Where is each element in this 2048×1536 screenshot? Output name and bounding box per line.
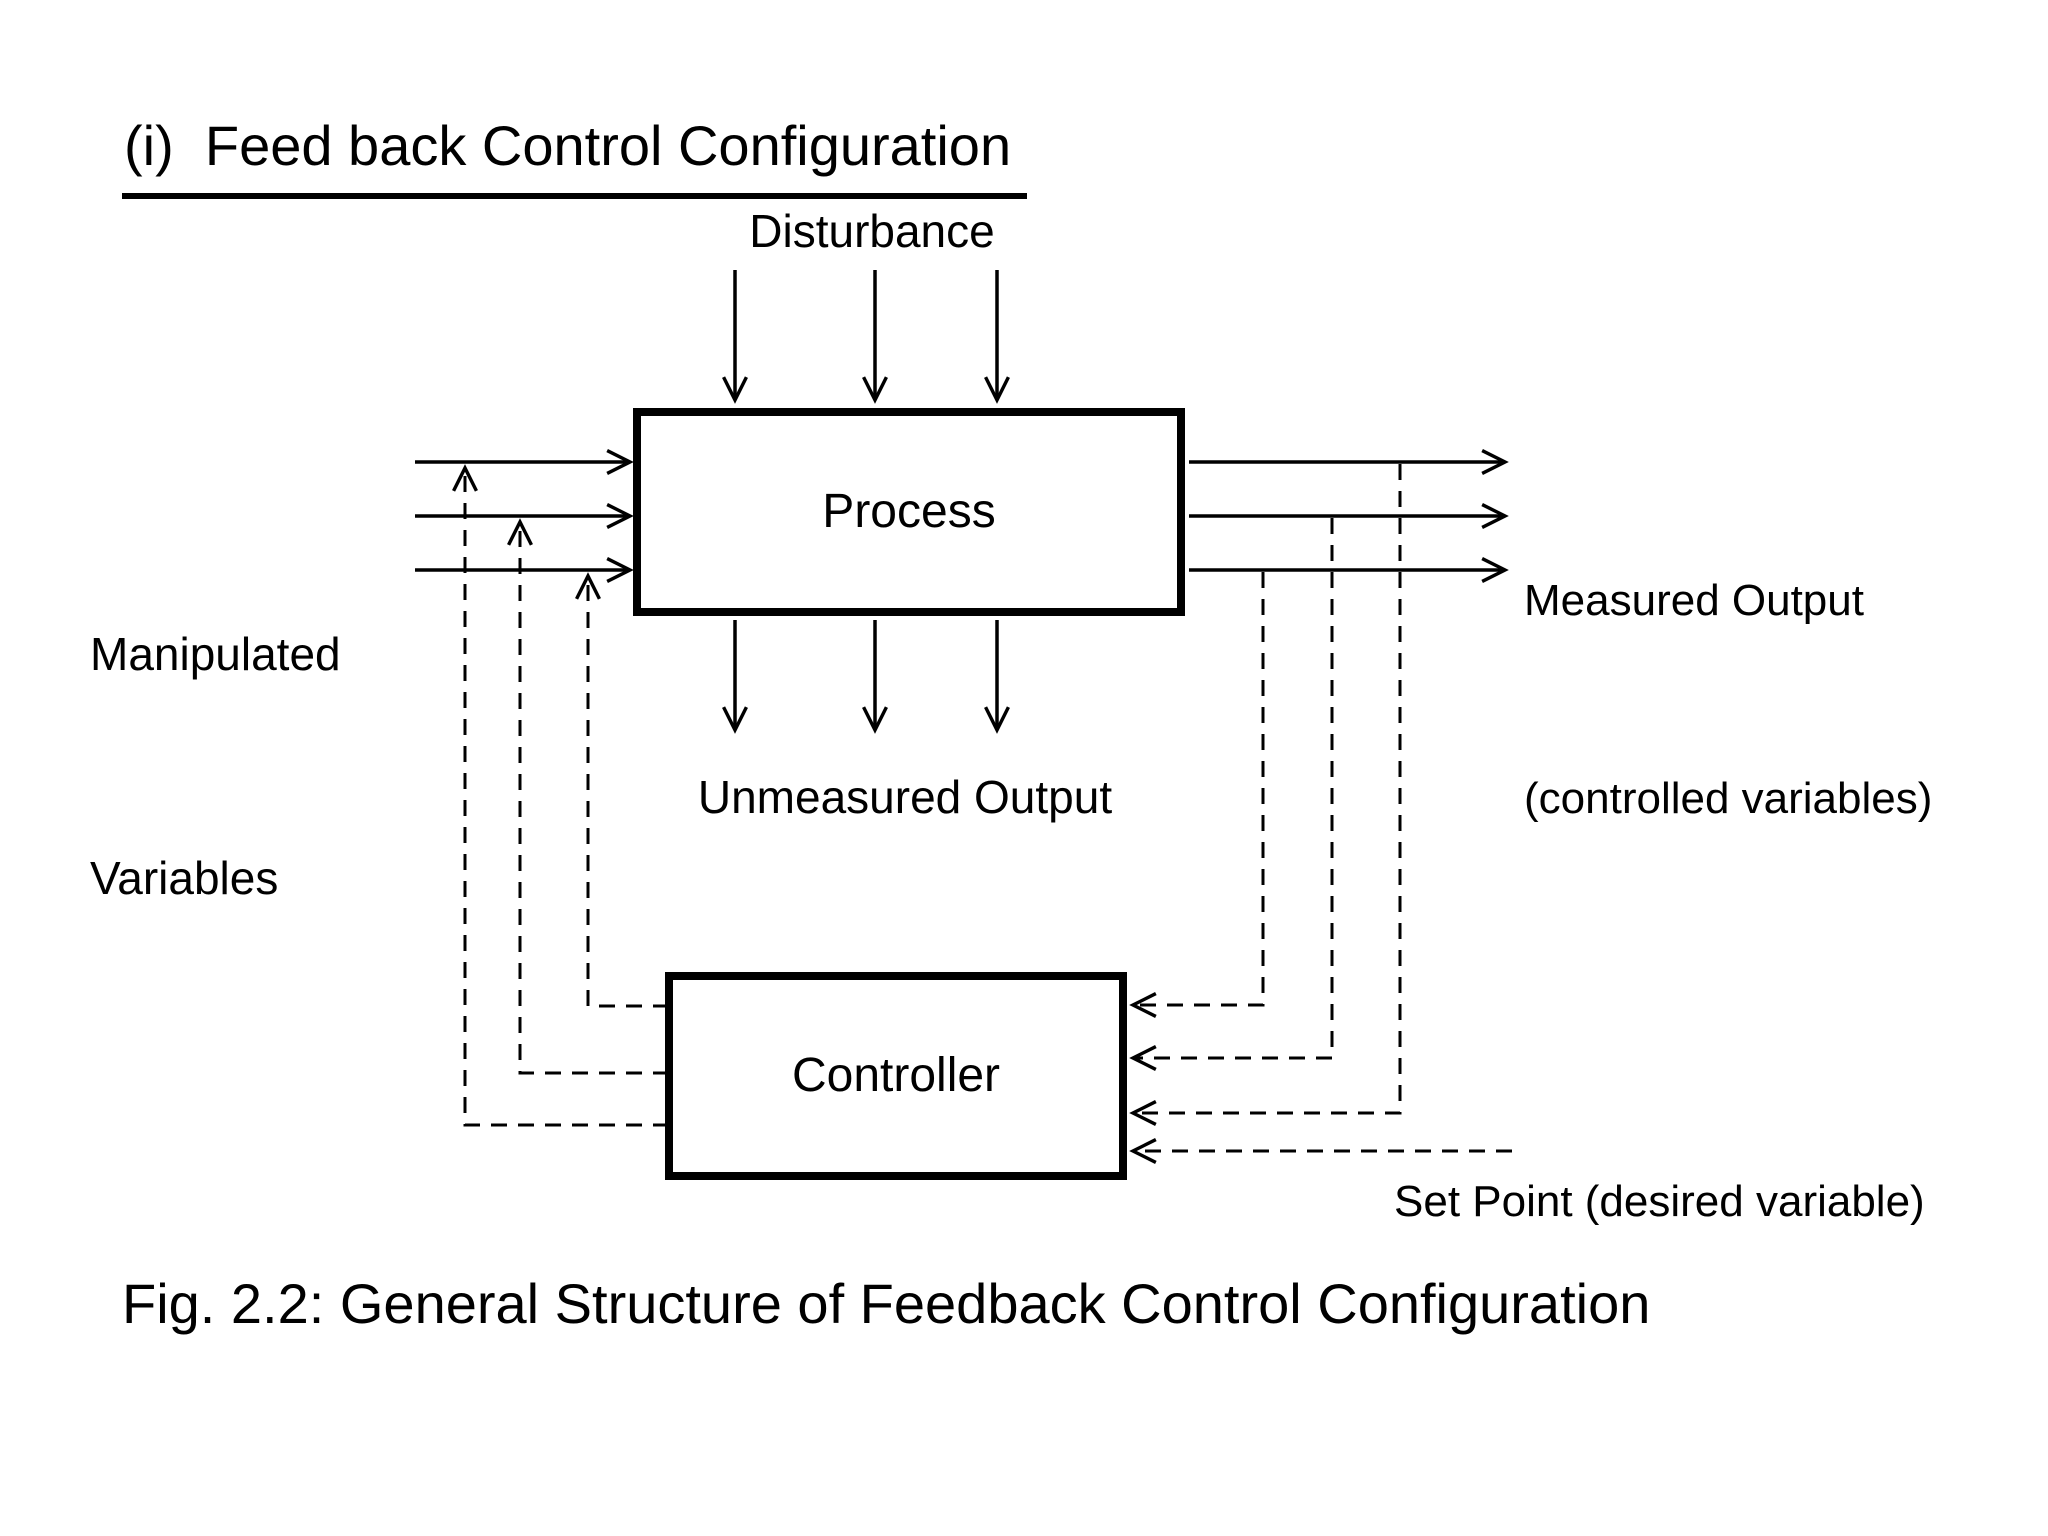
controller-output-dashed-2 — [507, 518, 669, 1075]
measured-output-line2: (controlled variables) — [1524, 774, 1933, 823]
manipulated-variable-arrows — [415, 449, 634, 583]
process-box — [633, 408, 1185, 616]
measured-output-line1: Measured Output — [1524, 576, 1864, 625]
controller-box — [665, 972, 1127, 1180]
controller-to-manipulated-dashed — [452, 464, 669, 1127]
disturbance-arrows — [722, 270, 1010, 404]
manipulated-variables-line2: Variables — [90, 851, 279, 904]
measured-output-label: Measured Output (controlled variables) — [1524, 436, 1932, 964]
disturbance-label: Disturbance — [749, 205, 995, 257]
manipulated-variables-line1: Manipulated — [90, 628, 341, 681]
controller-output-dashed-1 — [575, 572, 669, 1008]
page-title: (i) Feed back Control Configuration — [122, 112, 1028, 200]
measured-to-controller-dashed — [1129, 464, 1512, 1164]
manipulated-variables-label: Manipulated Variables — [90, 468, 341, 1064]
feedback-dashed-2 — [1129, 518, 1334, 1071]
feedback-dashed-1 — [1129, 572, 1265, 1018]
figure-caption: Fig. 2.2: General Structure of Feedback … — [122, 1272, 1651, 1335]
controller-output-dashed-3 — [452, 464, 669, 1127]
measured-output-arrows — [1189, 449, 1509, 583]
set-point-label: Set Point (desired variable) — [1394, 1177, 1925, 1226]
unmeasured-output-label: Unmeasured Output — [697, 771, 1113, 823]
process-box-label: Process — [822, 485, 996, 539]
controller-box-label: Controller — [791, 1049, 1001, 1103]
unmeasured-output-arrows — [722, 620, 1010, 734]
feedback-dashed-3 — [1129, 464, 1402, 1126]
